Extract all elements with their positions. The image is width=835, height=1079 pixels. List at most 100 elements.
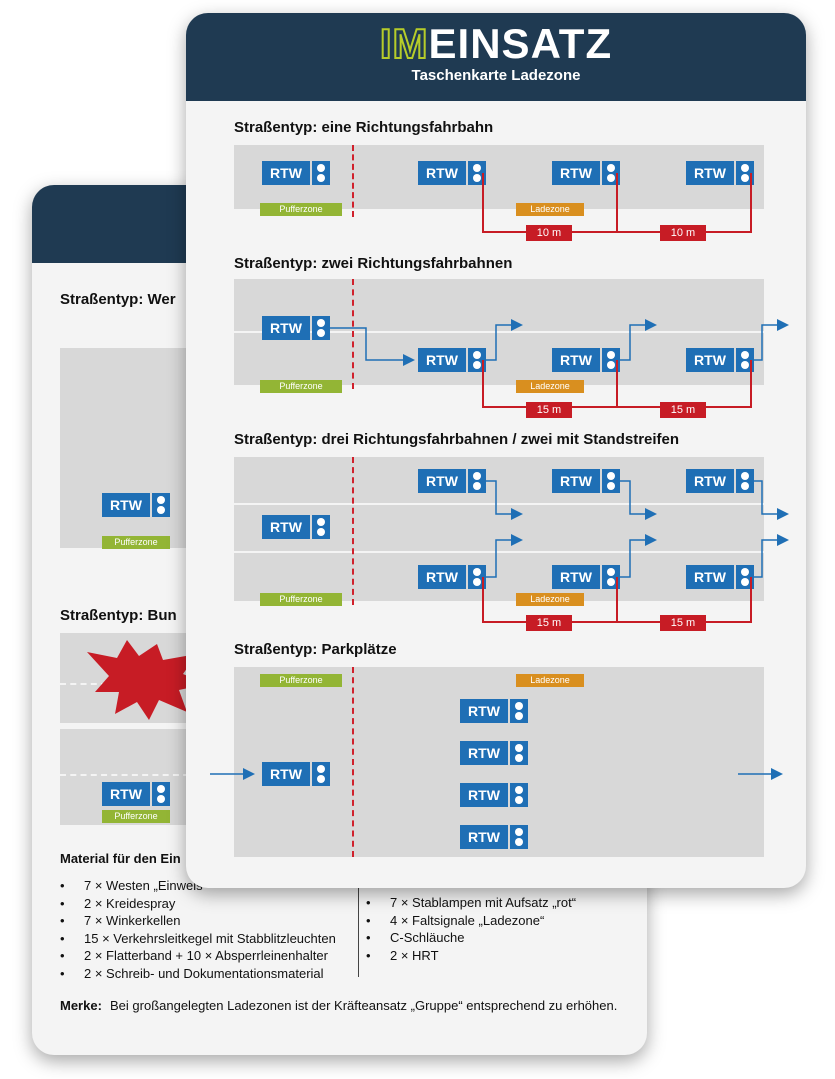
- rtw-label: RTW: [418, 161, 466, 185]
- card-subtitle: Taschenkarte Ladezone: [411, 67, 581, 84]
- rtw-vehicle: RTW: [686, 348, 754, 372]
- rtw-vehicle: RTW: [552, 161, 620, 185]
- distance-bracket: [482, 360, 484, 408]
- ladezone-label: Ladezone: [516, 380, 584, 393]
- rtw-label: RTW: [460, 783, 508, 807]
- section-title-1: Straßentyp: eine Richtungsfahrbahn: [234, 119, 494, 136]
- rtw-label: RTW: [460, 699, 508, 723]
- blue-light-icon: [736, 565, 754, 589]
- rtw-vehicle: RTW: [460, 783, 528, 807]
- lane-marking: [234, 331, 764, 333]
- material-item: C-Schläuche: [366, 929, 576, 947]
- rtw-vehicle: RTW: [552, 348, 620, 372]
- merke-text: Bei großangelegten Ladezonen ist der Krä…: [110, 998, 618, 1013]
- ladezone-label: Ladezone: [516, 674, 584, 687]
- zone-boundary-line: [352, 145, 354, 217]
- material-item: 7 × Winkerkellen: [60, 912, 336, 930]
- material-item: 15 × Verkehrsleitkegel mit Stabblitzleuc…: [60, 930, 336, 948]
- blue-light-icon: [468, 469, 486, 493]
- rtw-vehicle: RTW: [262, 515, 330, 539]
- rtw-label: RTW: [418, 469, 466, 493]
- blue-light-icon: [602, 565, 620, 589]
- distance-bracket: [482, 577, 484, 623]
- rtw-label: RTW: [418, 565, 466, 589]
- material-list-left: 7 × Westen „Einweis 2 × Kreidespray 7 × …: [60, 877, 336, 982]
- blue-light-icon: [312, 515, 330, 539]
- pufferzone-label: Pufferzone: [260, 593, 342, 606]
- distance-bracket: [750, 173, 752, 233]
- material-heading: Material für den Ein: [60, 851, 181, 866]
- rtw-label: RTW: [552, 565, 600, 589]
- blue-light-icon: [510, 699, 528, 723]
- rtw-vehicle: RTW: [418, 348, 486, 372]
- distance-label: 15 m: [660, 615, 706, 631]
- rtw-label: RTW: [418, 348, 466, 372]
- rtw-vehicle: RTW: [686, 161, 754, 185]
- lane-marking: [234, 551, 764, 553]
- rtw-vehicle: RTW: [418, 161, 486, 185]
- rtw-label: RTW: [262, 515, 310, 539]
- front-card-header: IMEINSATZ Taschenkarte Ladezone: [186, 13, 806, 101]
- section-title-3: Straßentyp: drei Richtungsfahrbahnen / z…: [234, 431, 680, 448]
- zone-boundary-line: [352, 457, 354, 605]
- rtw-label: RTW: [686, 469, 734, 493]
- rtw-label: RTW: [262, 161, 310, 185]
- material-item: 2 × Flatterband + 10 × Absperrleinenhalt…: [60, 947, 336, 965]
- rtw-vehicle: RTW: [262, 316, 330, 340]
- material-list-right: 7 × Stablampen mit Aufsatz „rot“ 4 × Fal…: [366, 894, 576, 964]
- im-einsatz-logo: IMEINSATZ: [186, 20, 806, 68]
- distance-bracket: [750, 577, 752, 623]
- logo-im: IM: [379, 20, 429, 68]
- rtw-label: RTW: [262, 762, 310, 786]
- ladezone-label: Ladezone: [516, 593, 584, 606]
- blue-light-icon: [510, 741, 528, 765]
- material-item: 2 × Schreib- und Dokumentationsmaterial: [60, 965, 336, 983]
- blue-light-icon: [152, 782, 170, 806]
- material-item: 4 × Faltsignale „Ladezone“: [366, 912, 576, 930]
- blue-light-icon: [468, 565, 486, 589]
- back-rtw-2: RTW: [102, 782, 170, 806]
- section-title-4: Straßentyp: Parkplätze: [234, 641, 397, 658]
- logo-einsatz: EINSATZ: [428, 20, 613, 67]
- distance-bracket: [482, 621, 752, 623]
- blue-light-icon: [602, 161, 620, 185]
- rtw-vehicle: RTW: [262, 161, 330, 185]
- rtw-vehicle: RTW: [418, 565, 486, 589]
- rtw-label: RTW: [552, 161, 600, 185]
- rtw-vehicle: RTW: [460, 825, 528, 849]
- distance-bracket: [482, 173, 484, 233]
- rtw-vehicle: RTW: [418, 469, 486, 493]
- distance-bracket: [616, 577, 618, 623]
- rtw-label: RTW: [686, 565, 734, 589]
- rtw-vehicle: RTW: [686, 469, 754, 493]
- rtw-label: RTW: [460, 825, 508, 849]
- merke-note: Merke: Bei großangelegten Ladezonen ist …: [60, 997, 630, 1014]
- back-rtw-1: RTW: [102, 493, 170, 517]
- rtw-vehicle: RTW: [686, 565, 754, 589]
- distance-label: 15 m: [526, 402, 572, 418]
- distance-bracket: [616, 173, 618, 233]
- blue-light-icon: [510, 783, 528, 807]
- rtw-vehicle: RTW: [262, 762, 330, 786]
- crash-burst-icon: [87, 640, 207, 720]
- rtw-label: RTW: [102, 493, 150, 517]
- rtw-label: RTW: [552, 348, 600, 372]
- material-item: 7 × Stablampen mit Aufsatz „rot“: [366, 894, 576, 912]
- distance-bracket: [750, 360, 752, 408]
- distance-label: 15 m: [660, 402, 706, 418]
- back-lane-dash: [60, 774, 220, 776]
- blue-light-icon: [602, 348, 620, 372]
- zone-boundary-line: [352, 279, 354, 389]
- distance-bracket: [616, 360, 618, 408]
- blue-light-icon: [312, 161, 330, 185]
- rtw-label: RTW: [262, 316, 310, 340]
- blue-light-icon: [736, 469, 754, 493]
- blue-light-icon: [468, 161, 486, 185]
- blue-light-icon: [736, 161, 754, 185]
- blue-light-icon: [468, 348, 486, 372]
- back-pufferzone-2: Pufferzone: [102, 810, 170, 823]
- rtw-vehicle: RTW: [460, 741, 528, 765]
- material-item: 7 × Westen „Einweis: [60, 877, 336, 895]
- blue-light-icon: [602, 469, 620, 493]
- rtw-vehicle: RTW: [552, 469, 620, 493]
